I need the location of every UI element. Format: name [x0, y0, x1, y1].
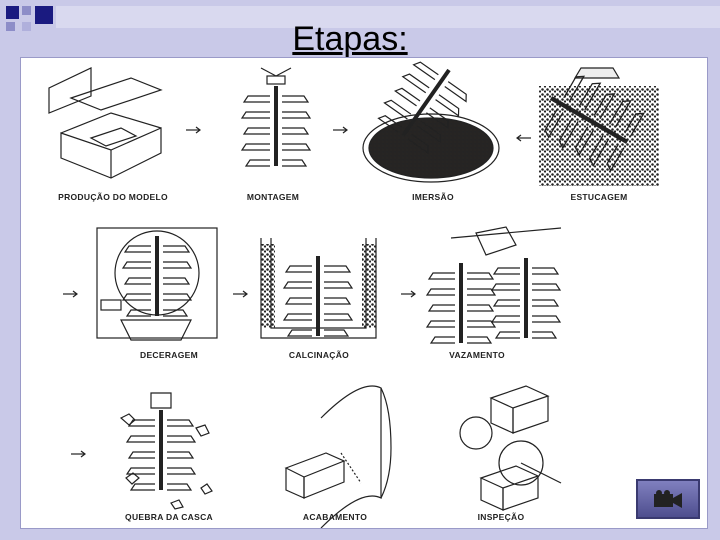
inspection-illustration [459, 385, 562, 511]
slurry-dip-illustration [362, 58, 500, 183]
shell-knockout-illustration [119, 392, 213, 510]
step-label-inspection: INSPEÇÃO [477, 512, 525, 522]
arrow-6-icon [400, 290, 416, 298]
video-nav-button[interactable] [636, 479, 700, 519]
video-camera-icon [654, 490, 682, 508]
step-label-dipping: IMERSÃO [412, 192, 454, 202]
slide-title: Etapas: [292, 20, 408, 58]
arrow-5-icon [232, 290, 248, 298]
step-label-firing: CALCINAÇÃO [288, 350, 350, 360]
dewax-autoclave-illustration [96, 227, 218, 341]
step-label-dewax: DECERAGEM [140, 350, 198, 360]
stucco-illustration [532, 66, 659, 186]
step-label-finishing: ACABAMENTO [302, 512, 368, 522]
step-label-knockout: QUEBRA DA CASCA [125, 512, 213, 522]
step-label-assembly: MONTAGEM [246, 192, 300, 202]
wax-tree-illustration [240, 67, 312, 168]
investment-casting-diagram [48, 58, 659, 528]
corner-decoration [6, 6, 720, 31]
pouring-illustration [425, 226, 562, 345]
kiln-illustration [260, 238, 377, 339]
arrow-1-icon [185, 126, 201, 134]
process-diagram-panel: PRODUÇÃO DO MODELO MONTAGEM IMERSÃO ESTU… [20, 57, 708, 529]
arrow-4-icon [62, 290, 78, 298]
grinding-wheel-illustration [284, 385, 392, 528]
arrow-3-icon [516, 134, 532, 142]
arrow-2-icon [332, 126, 348, 134]
step-label-stucco: ESTUCAGEM [570, 192, 628, 202]
step-label-pattern: PRODUÇÃO DO MODELO [58, 192, 168, 202]
arrow-7-icon [70, 450, 86, 458]
pattern-die-illustration [48, 67, 163, 179]
step-label-pouring: VAZAMENTO [449, 350, 505, 360]
